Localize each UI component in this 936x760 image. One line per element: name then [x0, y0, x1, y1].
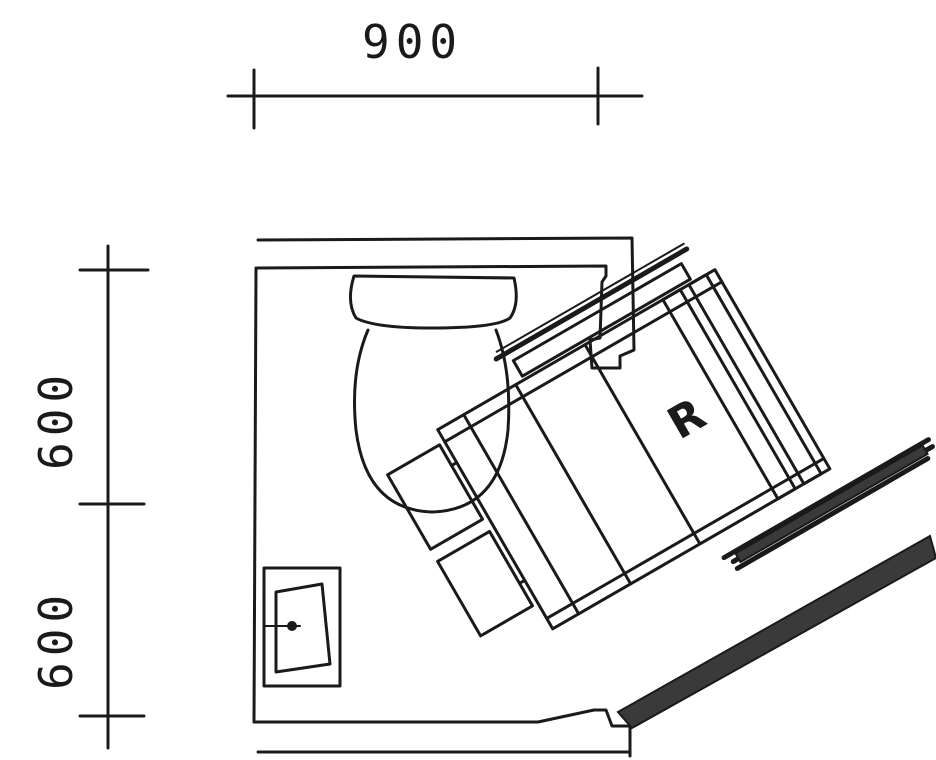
- room-walls: [252, 236, 936, 758]
- dimension-label-lower-600: 600: [29, 589, 83, 690]
- toilet-fixture: [349, 274, 518, 514]
- washbasin-fixture: [262, 566, 342, 688]
- wheelchair-label: R: [659, 389, 714, 450]
- wheelchair-footrests: [386, 443, 535, 638]
- wheelchair: R: [386, 242, 935, 638]
- dimension-label-upper-600: 600: [29, 369, 83, 470]
- wheelchair-wheel-bottom: [721, 437, 935, 571]
- left-dimension: 600 600: [29, 244, 150, 750]
- wheelchair-wheel-top: [493, 242, 692, 378]
- top-dimension: 900: [226, 15, 644, 130]
- dimension-label-900: 900: [362, 15, 463, 69]
